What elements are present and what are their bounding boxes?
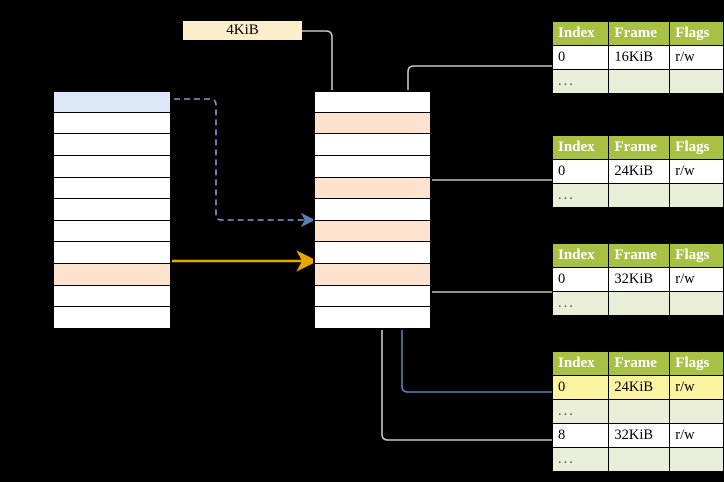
memory-row: [314, 155, 431, 178]
memory-row: [53, 199, 171, 221]
table-cell: 32KiB: [608, 423, 671, 448]
memory-row: [314, 199, 431, 221]
column-header: Flags: [669, 351, 724, 376]
memory-row: [53, 91, 171, 113]
memory-row: [314, 242, 431, 264]
table-row: ...: [551, 399, 724, 424]
table-cell: 0: [551, 45, 610, 70]
table-cell: [608, 69, 671, 94]
memory-row: [53, 285, 171, 308]
table-row: ...: [551, 291, 724, 316]
table-cell: 0: [551, 375, 610, 400]
table-cell: r/w: [669, 375, 724, 400]
column-header: Flags: [669, 135, 724, 160]
table-cell: r/w: [669, 267, 724, 292]
column-header: Index: [551, 351, 610, 376]
memory-row: [314, 112, 431, 135]
table-cell: ...: [551, 291, 610, 316]
memory-row: [314, 220, 431, 243]
memory-row: [314, 264, 431, 286]
table-cell: 0: [551, 159, 610, 184]
memory-row: [53, 307, 171, 329]
memory-row: [53, 264, 171, 286]
column-header: Frame: [608, 243, 671, 268]
memory-row: [53, 177, 171, 200]
table-cell: 8: [551, 423, 610, 448]
table-cell: [669, 399, 724, 424]
column-header: Flags: [669, 21, 724, 46]
memory-row: [53, 155, 171, 178]
column-header: Index: [551, 135, 610, 160]
table-cell: [669, 291, 724, 316]
memory-row: [53, 134, 171, 156]
table-cell: ...: [551, 183, 610, 208]
wire-vaddr-blue: [174, 98, 316, 228]
memory-row: [53, 112, 171, 135]
table-cell: 16KiB: [608, 45, 671, 70]
memory-row: [314, 91, 431, 113]
table-row: ...: [551, 183, 724, 208]
column-header: Index: [551, 21, 610, 46]
table-cell: [669, 447, 724, 472]
column-header: Flags: [669, 243, 724, 268]
table-cell: [669, 69, 724, 94]
column-header: Frame: [608, 21, 671, 46]
virtual-address-space-column: [52, 90, 172, 330]
table-cell: [608, 183, 671, 208]
table-cell: ...: [551, 399, 610, 424]
table-cell: [608, 399, 671, 424]
column-header: Frame: [608, 351, 671, 376]
table-cell: [669, 183, 724, 208]
table-row: ...: [551, 447, 724, 472]
table-cell: ...: [551, 447, 610, 472]
physical-memory-column: [313, 90, 432, 330]
table-cell: ...: [551, 69, 610, 94]
column-header: Frame: [608, 135, 671, 160]
wire-pt3-to-frame: [413, 257, 552, 293]
table-cell: 24KiB: [608, 375, 671, 400]
wire-pt2-to-frame: [413, 179, 552, 223]
table-cell: [608, 447, 671, 472]
memory-row: [314, 285, 431, 308]
memory-row: [314, 307, 431, 329]
memory-row: [53, 220, 171, 243]
table-cell: 32KiB: [608, 267, 671, 292]
memory-row: [53, 242, 171, 264]
table-cell: r/w: [669, 159, 724, 184]
column-header: Index: [551, 243, 610, 268]
memory-row: [314, 177, 431, 200]
memory-row: [314, 134, 431, 156]
table-row: ...: [551, 69, 724, 94]
table-cell: r/w: [669, 423, 724, 448]
table-cell: [608, 291, 671, 316]
table-cell: r/w: [669, 45, 724, 70]
table-cell: 24KiB: [608, 159, 671, 184]
page-size-label: 4KiB: [183, 21, 302, 40]
table-cell: 0: [551, 267, 610, 292]
